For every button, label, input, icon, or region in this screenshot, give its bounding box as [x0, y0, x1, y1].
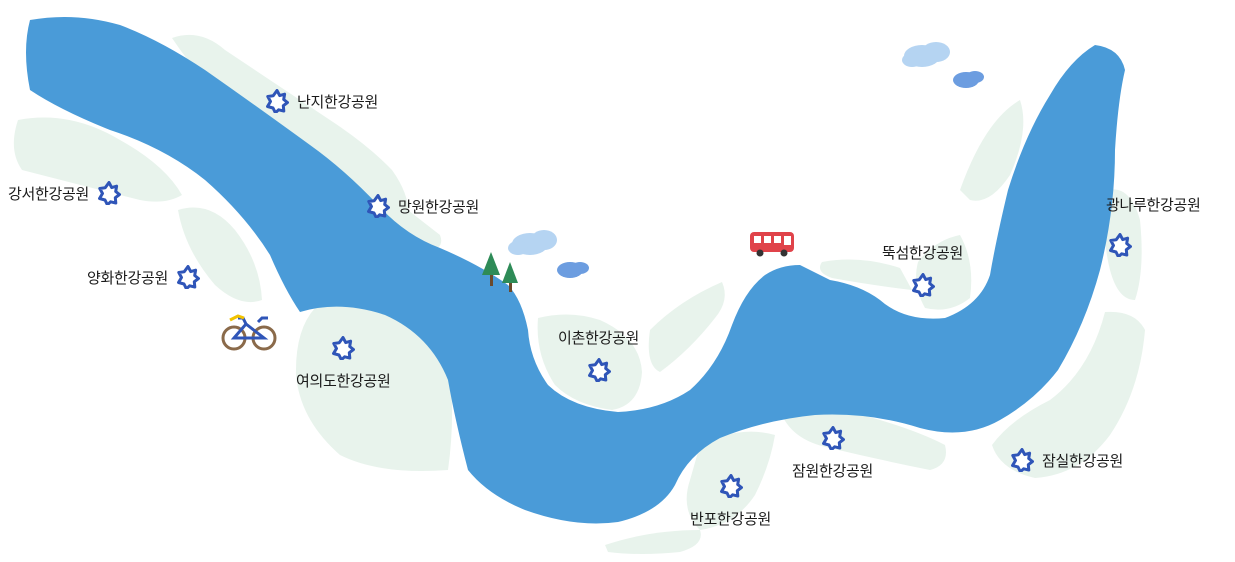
park-yanghwa[interactable]: 양화한강공원 [87, 265, 201, 289]
cloud-icon [508, 230, 557, 255]
park-label: 난지한강공원 [297, 92, 379, 111]
park-marker-icon [332, 336, 356, 360]
park-area [960, 100, 1024, 201]
cloud-icon [953, 71, 984, 88]
park-nanji[interactable]: 난지한강공원 [265, 89, 378, 113]
park-gangseo[interactable]: 강서한강공원 [8, 181, 122, 205]
park-label: 강서한강공원 [8, 184, 90, 203]
park-area [992, 311, 1145, 478]
tree-icon [482, 252, 500, 286]
han-river [26, 16, 1125, 524]
park-jamwon[interactable]: 잠원한강공원 [792, 426, 873, 481]
park-marker-icon [821, 426, 845, 450]
park-label: 잠실한강공원 [1042, 451, 1124, 470]
tree-icon [502, 262, 518, 292]
park-mangwon[interactable]: 망원한강공원 [366, 194, 479, 218]
park-area [648, 282, 725, 372]
park-label: 광나루한강공원 [1106, 196, 1201, 214]
park-area [780, 408, 946, 470]
park-area [342, 175, 442, 250]
park-area [13, 117, 183, 202]
park-area [819, 259, 912, 290]
park-label: 잠원한강공원 [792, 462, 874, 480]
park-ichon[interactable]: 이촌한강공원 [558, 327, 639, 382]
park-label: 뚝섬한강공원 [882, 244, 964, 262]
park-label: 망원한강공원 [398, 197, 480, 216]
park-area [178, 207, 262, 303]
park-ttukseom[interactable]: 뚝섬한강공원 [882, 242, 963, 297]
park-marker-icon [177, 265, 201, 289]
park-label: 반포한강공원 [690, 510, 772, 528]
park-area [605, 530, 701, 554]
bus-icon [750, 232, 794, 257]
park-banpo[interactable]: 반포한강공원 [690, 474, 771, 529]
park-marker-icon [1109, 233, 1133, 257]
park-yeouido[interactable]: 여의도한강공원 [296, 336, 391, 391]
park-marker-icon [266, 89, 289, 113]
park-area [537, 314, 642, 410]
park-marker-icon [367, 194, 390, 218]
park-marker-icon [587, 358, 611, 382]
park-marker-icon [98, 181, 122, 205]
park-gwangnaru[interactable]: 광나루한강공원 [1106, 194, 1201, 257]
park-label: 양화한강공원 [87, 268, 169, 287]
bicycle-icon [221, 314, 277, 351]
park-jamsil[interactable]: 잠실한강공원 [1010, 448, 1123, 472]
cloud-icon [557, 262, 589, 278]
park-marker-icon [719, 474, 743, 498]
park-label: 여의도한강공원 [296, 372, 391, 390]
park-marker-icon [1011, 448, 1034, 472]
park-marker-icon [911, 273, 935, 297]
park-label: 이촌한강공원 [558, 329, 640, 347]
cloud-icon [902, 42, 950, 67]
